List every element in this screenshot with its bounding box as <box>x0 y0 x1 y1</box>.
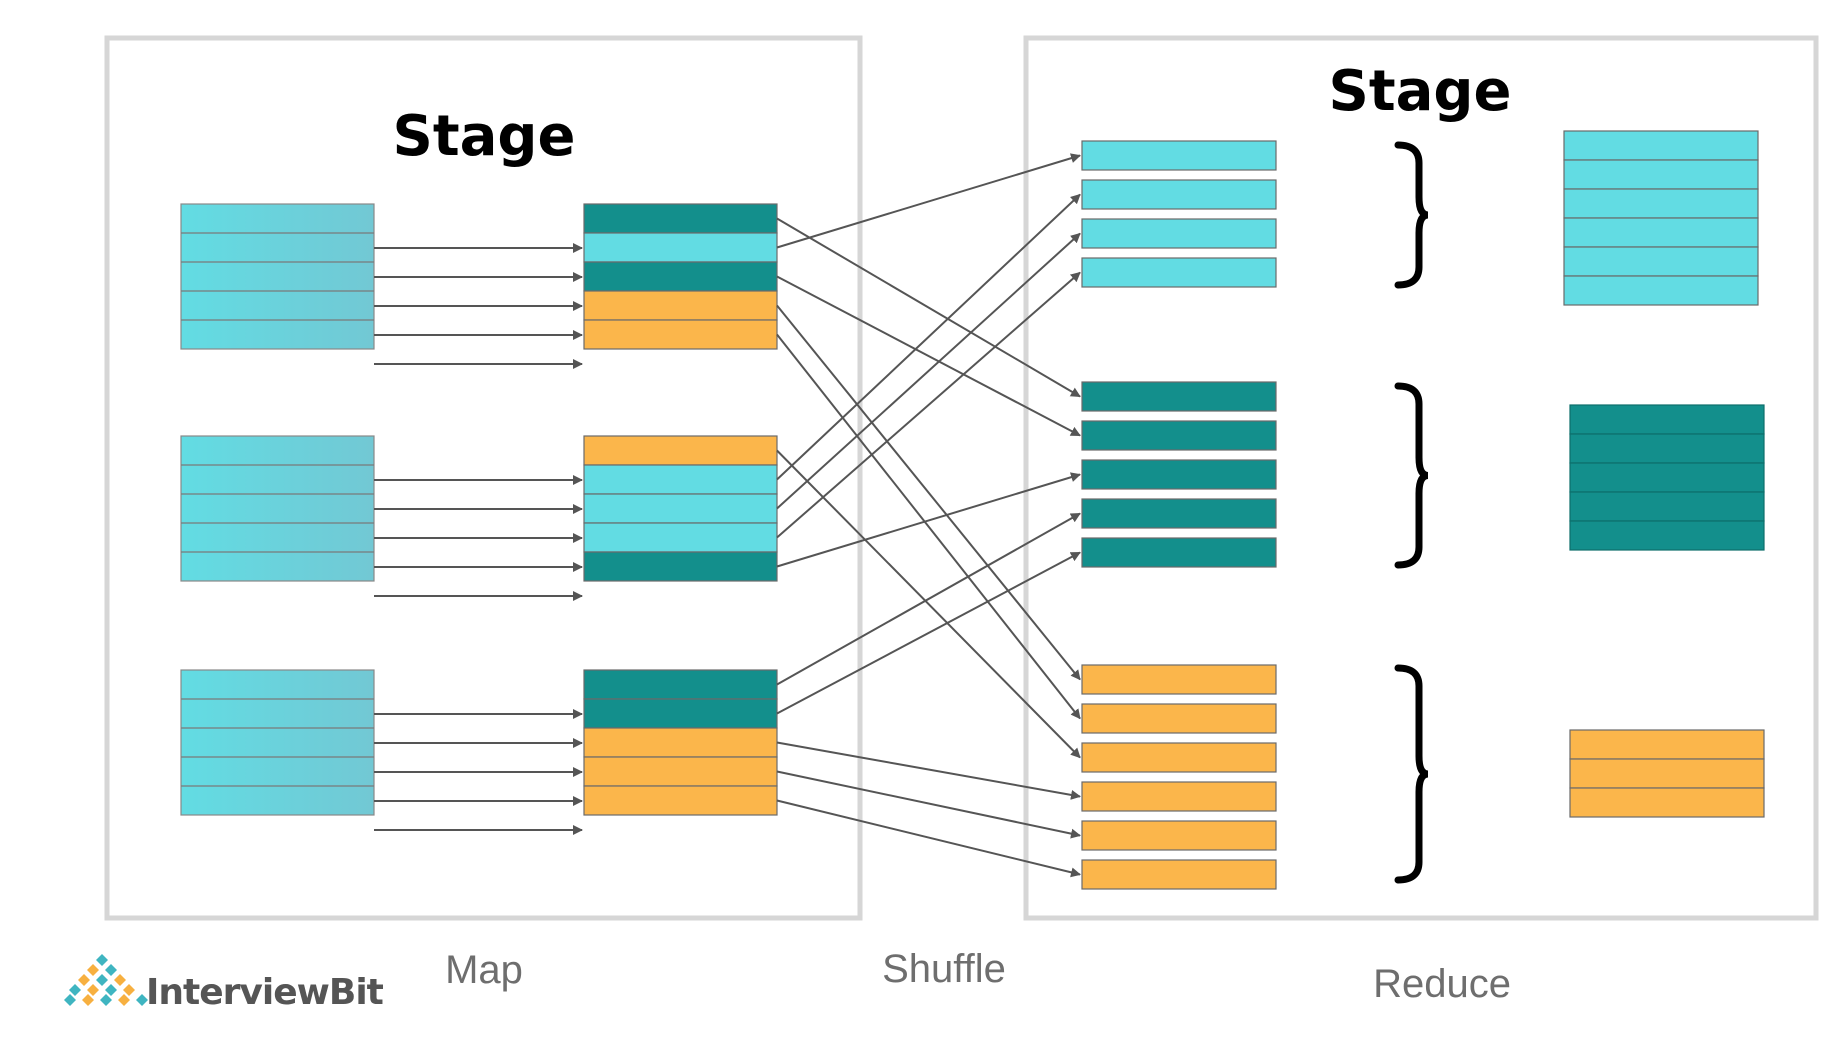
reduce-output-row-teal <box>1569 462 1765 493</box>
curly-brace-icon <box>1394 664 1429 884</box>
reduce-input-bar-orange <box>1081 703 1277 734</box>
reduce-output-row-orange <box>1569 729 1765 760</box>
shuffle-arrow <box>776 799 1081 878</box>
shuffle-arrow <box>776 193 1081 481</box>
reduce-input-bar-cyan <box>1081 218 1277 249</box>
logo-diamond <box>87 984 99 996</box>
map-input-block <box>180 669 375 816</box>
reduce-input-bars <box>1081 140 1277 890</box>
shuffle-arrow <box>776 741 1081 800</box>
logo-diamond <box>105 964 117 976</box>
logo-diamond <box>136 994 148 1006</box>
shuffle-label: Shuffle <box>882 947 1006 991</box>
logo-diamond <box>78 974 90 986</box>
shuffle-arrow <box>776 304 1081 681</box>
shuffle-arrow <box>776 275 1081 437</box>
reduce-output-row-teal <box>1569 404 1765 435</box>
shuffle-arrow <box>776 232 1081 510</box>
curly-brace-icon <box>1394 141 1429 289</box>
logo-diamond <box>118 994 130 1006</box>
map-output-row-orange <box>583 756 778 787</box>
logo-diamond <box>69 984 81 996</box>
reduce-input-bar-orange <box>1081 781 1277 812</box>
reduce-output-row-teal <box>1569 433 1765 464</box>
map-output-blocks <box>583 203 778 816</box>
reduce-output-row-cyan <box>1563 275 1759 306</box>
reduce-stage-title: Stage <box>1329 59 1512 124</box>
logo-diamond <box>105 984 117 996</box>
logo-diamond <box>96 954 108 966</box>
shuffle-arrows <box>776 153 1081 878</box>
map-stage-title: Stage <box>393 104 576 169</box>
reduce-input-bar-cyan <box>1081 179 1277 210</box>
reduce-input-bar-orange <box>1081 820 1277 851</box>
logo-diamond <box>64 994 76 1006</box>
logo-mark-icon <box>64 954 148 1006</box>
shuffle-arrow <box>776 551 1081 715</box>
reduce-output-blocks <box>1563 130 1765 818</box>
map-output-row-orange <box>583 785 778 816</box>
reduce-input-bar-orange <box>1081 859 1277 890</box>
logo-diamond <box>100 994 112 1006</box>
reduce-input-bar-teal <box>1081 381 1277 412</box>
reduce-output-row-cyan <box>1563 130 1759 161</box>
reduce-output-row-cyan <box>1563 246 1759 277</box>
reduce-braces <box>1394 141 1429 884</box>
reduce-input-bar-teal <box>1081 498 1277 529</box>
logo-diamond <box>123 984 135 996</box>
map-output-row-teal <box>583 698 778 729</box>
reduce-input-bar-orange <box>1081 742 1277 773</box>
map-output-row-teal <box>583 551 778 582</box>
shuffle-arrow <box>776 271 1081 539</box>
map-output-row-teal <box>583 669 778 700</box>
map-input-block <box>180 435 375 582</box>
shuffle-arrow <box>776 333 1081 720</box>
map-output-row-cyan <box>583 493 778 524</box>
map-input-blocks <box>180 203 375 816</box>
reduce-output-row-teal <box>1569 520 1765 551</box>
reduce-input-bar-cyan <box>1081 140 1277 171</box>
shuffle-arrow <box>776 472 1081 568</box>
shuffle-arrow <box>776 770 1081 839</box>
reduce-input-bar-teal <box>1081 459 1277 490</box>
reduce-input-bar-cyan <box>1081 257 1277 288</box>
map-output-row-orange <box>583 727 778 758</box>
reduce-output-row-cyan <box>1563 159 1759 190</box>
reduce-input-bar-teal <box>1081 420 1277 451</box>
logo-diamond <box>82 994 94 1006</box>
reduce-output-row-orange <box>1569 787 1765 818</box>
map-output-row-orange <box>583 319 778 350</box>
reduce-stage-frame <box>1023 35 1819 921</box>
shuffle-arrow <box>776 449 1081 759</box>
map-output-row-teal <box>583 261 778 292</box>
reduce-output-row-teal <box>1569 491 1765 522</box>
map-output-row-cyan <box>583 232 778 263</box>
shuffle-arrow <box>776 512 1081 686</box>
shuffle-arrow <box>776 153 1081 249</box>
logo-diamond <box>114 974 126 986</box>
interviewbit-logo: InterviewBit <box>64 954 385 1013</box>
map-output-row-cyan <box>583 522 778 553</box>
reduce-output-row-cyan <box>1563 217 1759 248</box>
logo-text: InterviewBit <box>146 972 384 1013</box>
logo-diamond <box>96 974 108 986</box>
reduce-input-bar-orange <box>1081 664 1277 695</box>
map-output-row-orange <box>583 435 778 466</box>
map-stage-frame <box>104 35 863 921</box>
reduce-output-row-orange <box>1569 758 1765 789</box>
map-output-row-orange <box>583 290 778 321</box>
map-input-block <box>180 203 375 350</box>
map-output-row-teal <box>583 203 778 234</box>
shuffle-arrow <box>776 217 1081 398</box>
reduce-label: Reduce <box>1373 962 1511 1006</box>
logo-diamond <box>87 964 99 976</box>
map-arrows <box>374 243 583 835</box>
map-label: Map <box>445 948 523 992</box>
curly-brace-icon <box>1394 382 1429 569</box>
map-output-row-cyan <box>583 464 778 495</box>
reduce-input-bar-teal <box>1081 537 1277 568</box>
reduce-output-row-cyan <box>1563 188 1759 219</box>
